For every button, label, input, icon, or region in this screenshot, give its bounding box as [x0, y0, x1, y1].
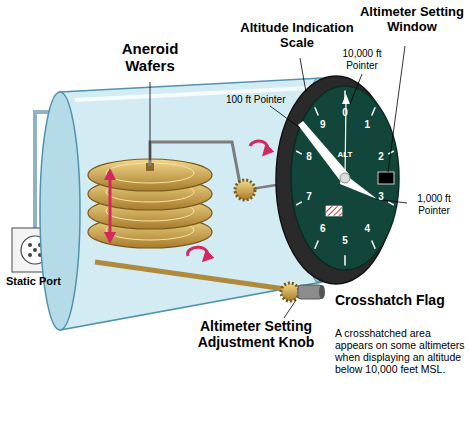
setting-knob [298, 285, 322, 299]
scale-number: 7 [302, 191, 316, 203]
motion-arrow [109, 174, 112, 238]
part-label: Altimeter Setting Adjustment Knob [176, 318, 336, 350]
dial-marking: ALT [333, 150, 357, 159]
scale-number: 2 [374, 151, 388, 163]
thousand-ft-pointer [340, 172, 377, 199]
part-label: Crosshatch Flag [335, 292, 445, 308]
scale-tick [372, 241, 376, 249]
static-port-hole [28, 243, 32, 247]
dial-face [291, 86, 399, 270]
scale-number: 9 [316, 119, 330, 131]
static-port-hole [28, 253, 32, 257]
part-label: Altitude Indication Scale [222, 20, 372, 50]
rotation-arrow [250, 141, 268, 152]
leader-line [284, 300, 296, 318]
linkage-rod [95, 262, 292, 290]
scale-tick [372, 107, 376, 115]
setting-window [378, 172, 394, 184]
scale-tick [344, 255, 346, 265]
pointer-label: 10,000 ft Pointer [336, 48, 388, 72]
knob-gear [281, 283, 299, 301]
part-label: Altimeter Setting Window [356, 4, 468, 34]
part-label: Aneroid Wafers [108, 40, 192, 74]
ten-thousand-ft-pointer-tip [342, 94, 350, 104]
leader-line [388, 46, 405, 172]
leader-line [270, 106, 300, 128]
rotation-arrow [188, 247, 208, 258]
scale-number: 0 [338, 107, 352, 119]
pointer-label: 100 ft Pointer [226, 94, 306, 106]
scale-number: 1 [360, 119, 374, 131]
scale-number: 6 [316, 223, 330, 235]
leader-line [300, 58, 306, 92]
scale-tick [296, 202, 302, 205]
leader-line [150, 82, 151, 160]
scale-tick [296, 151, 302, 154]
leader-line [350, 74, 362, 104]
sector-gear [235, 180, 255, 200]
case-back [40, 92, 80, 330]
pointer-label: 1,000 ft Pointer [408, 193, 460, 217]
scale-number: 3 [374, 191, 388, 203]
scale-number: 5 [338, 235, 352, 247]
scale-tick [315, 241, 319, 249]
scale-number: 4 [360, 223, 374, 235]
scale-tick [388, 202, 394, 205]
scale-number: 8 [302, 151, 316, 163]
part-label: Static Port [6, 275, 76, 288]
scale-tick [315, 107, 319, 115]
knob-end [319, 285, 325, 299]
rocking-shaft [150, 142, 240, 184]
pointer-hub [340, 173, 350, 183]
static-port-hole [33, 248, 37, 252]
crosshatch-flag [326, 206, 342, 216]
note-text: A crosshatched area appears on some alti… [335, 327, 465, 375]
